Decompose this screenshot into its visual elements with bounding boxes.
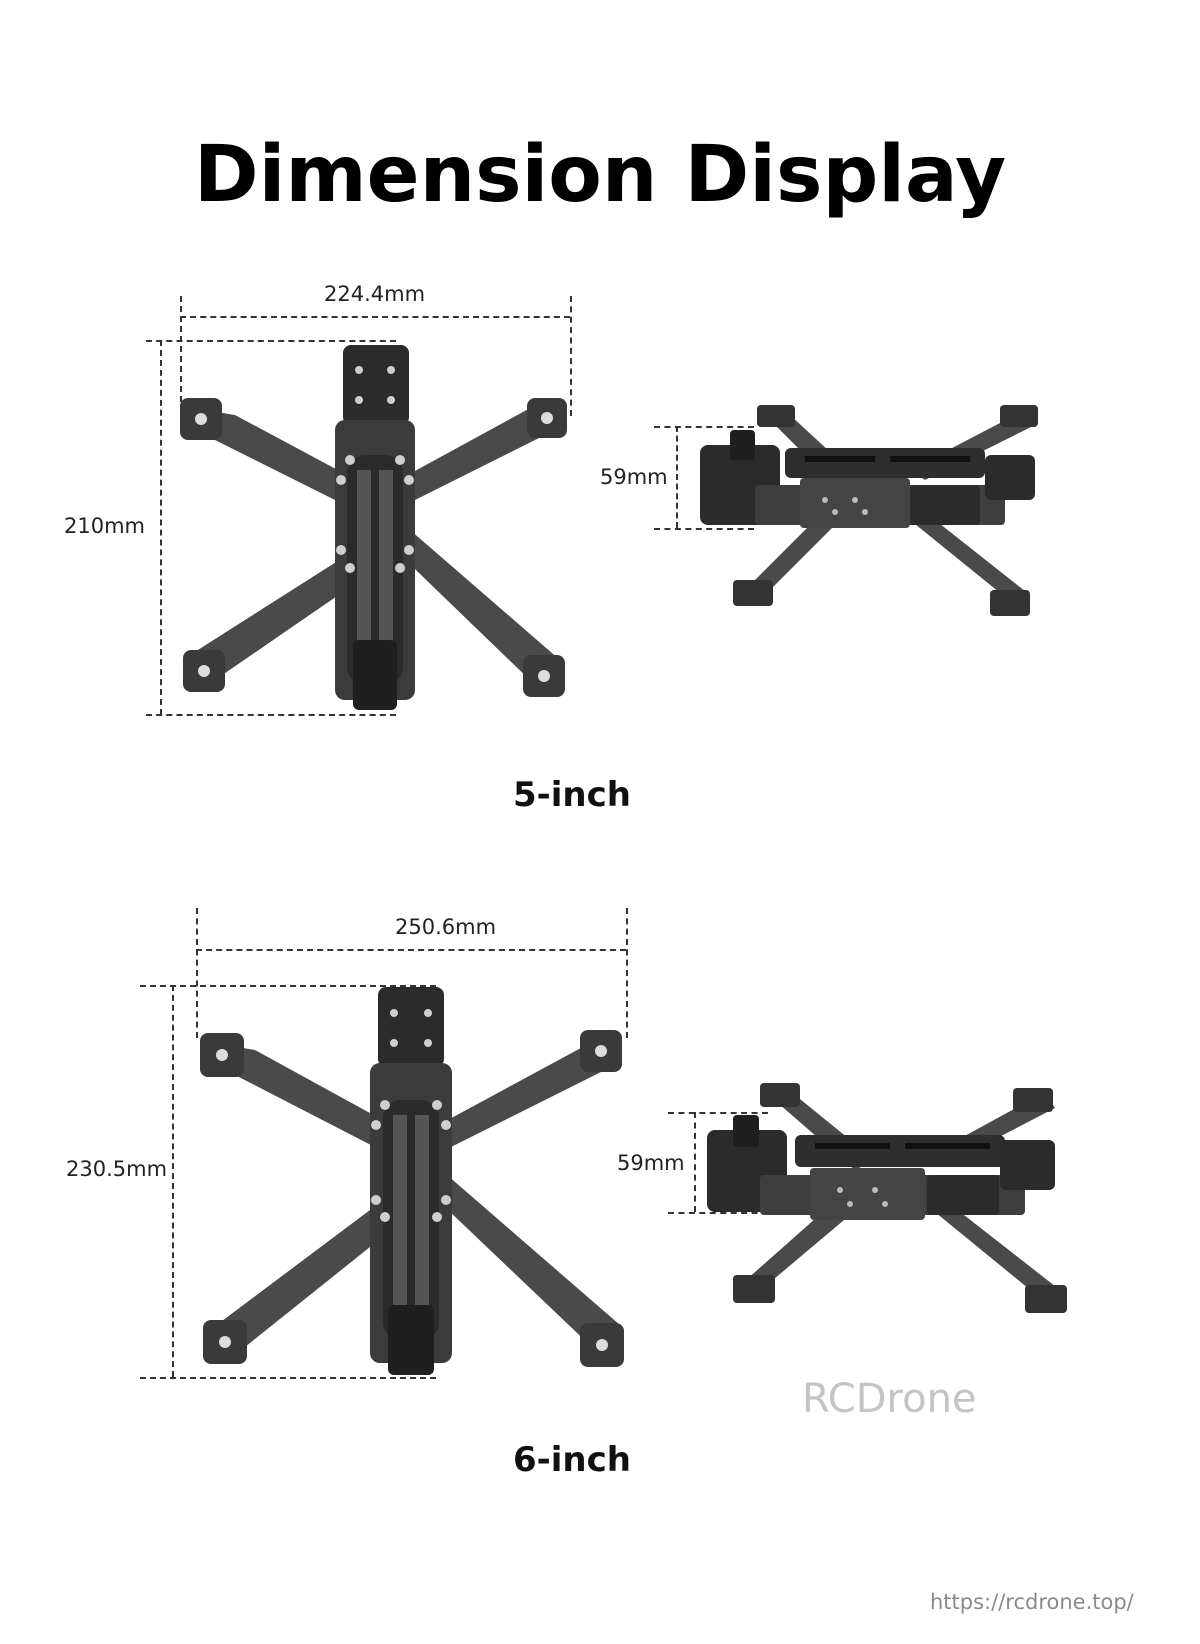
width-dimension-line (180, 316, 570, 318)
width-dimension-label: 250.6mm (395, 915, 497, 939)
side-extension-bottom (654, 528, 754, 530)
side-height-label: 59mm (617, 1151, 685, 1175)
size-label-6-inch: 6-inch (513, 1440, 631, 1480)
height-dimension-label: 230.5mm (66, 1157, 168, 1181)
frame-top-view-5inch (180, 345, 567, 710)
height-dimension-line (172, 985, 174, 1377)
width-dimension-label: 224.4mm (324, 282, 426, 306)
frame-side-view-5inch (700, 405, 1038, 616)
side-height-line (676, 426, 678, 528)
page-title: Dimension Display (193, 130, 1007, 220)
height-dimension-line (160, 340, 162, 715)
width-dimension-line (196, 949, 626, 951)
width-extension-right (626, 908, 628, 1038)
frame-side-view-6inch (707, 1083, 1067, 1313)
watermark: RCDrone (802, 1376, 977, 1422)
side-extension-bottom (668, 1212, 768, 1214)
source-url: https://rcdrone.top/ (930, 1590, 1134, 1614)
width-extension-left (196, 908, 198, 1038)
height-extension-top (146, 340, 396, 342)
height-dimension-label: 210mm (64, 514, 145, 538)
width-extension-left (180, 296, 182, 402)
side-height-label: 59mm (600, 465, 668, 489)
height-extension-bottom (140, 1377, 436, 1379)
side-extension-top (668, 1112, 768, 1114)
side-height-line (694, 1112, 696, 1212)
size-label-5-inch: 5-inch (513, 775, 631, 815)
height-extension-bottom (146, 714, 396, 716)
height-extension-top (140, 985, 436, 987)
frame-top-view-6inch (200, 987, 624, 1375)
width-extension-right (570, 296, 572, 416)
side-extension-top (654, 426, 754, 428)
